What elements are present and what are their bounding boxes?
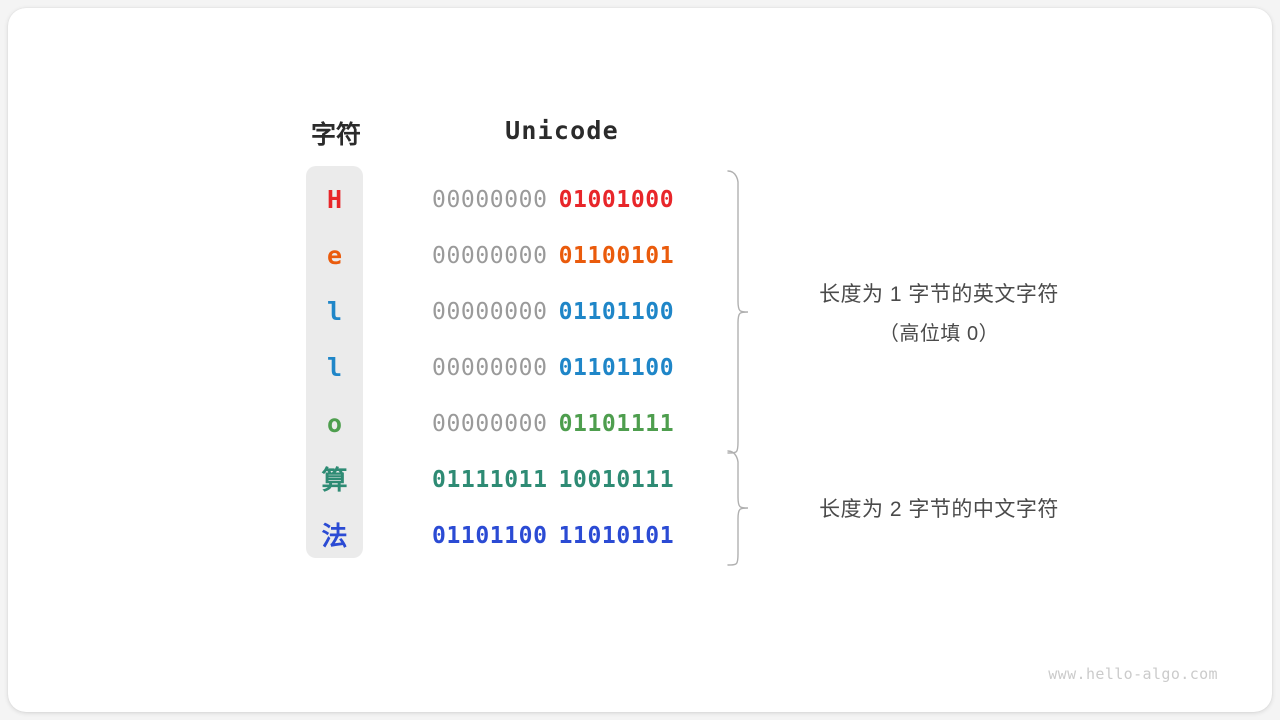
group-brace — [727, 170, 749, 454]
unicode-binary-row: 00000000 01101100 — [432, 340, 692, 396]
unicode-binary-row: 00000000 01101100 — [432, 284, 692, 340]
binary-low-byte: 01101100 — [558, 299, 675, 325]
unicode-binary-row: 00000000 01001000 — [432, 172, 692, 228]
group-annotation: 长度为 2 字节的中文字符 — [764, 493, 1114, 523]
binary-high-byte: 00000000 — [432, 243, 548, 269]
character-cell: o — [326, 409, 343, 438]
group-brace — [727, 450, 749, 566]
group-annotation: 长度为 1 字节的英文字符 （高位填 0） — [764, 278, 1114, 346]
unicode-encoding-diagram: 字符 Unicode H 00000000 01001000 e 00000000 011… — [8, 8, 1272, 712]
unicode-binary-row: 01111011 10010111 — [432, 452, 692, 508]
binary-high-byte: 00000000 — [432, 187, 548, 213]
character-cell: H — [326, 185, 343, 214]
unicode-binary-row: 00000000 01101111 — [432, 396, 692, 452]
binary-high-byte: 00000000 — [432, 411, 548, 437]
binary-low-byte: 01101100 — [558, 355, 675, 381]
character-cell: l — [326, 353, 343, 382]
binary-high-byte: 01111011 — [432, 467, 548, 493]
binary-low-byte: 10010111 — [558, 467, 675, 493]
binary-high-byte: 01101100 — [432, 523, 548, 549]
unicode-binary-row: 00000000 01100101 — [432, 228, 692, 284]
binary-low-byte: 01100101 — [558, 243, 675, 269]
character-cell: e — [326, 241, 343, 270]
character-column-background — [306, 166, 363, 558]
annotation-line-secondary: （高位填 0） — [878, 323, 1000, 345]
binary-low-byte: 11010101 — [558, 523, 675, 549]
binary-high-byte: 00000000 — [432, 355, 548, 381]
character-cell: l — [326, 297, 343, 326]
site-watermark: www.hello-algo.com — [1048, 665, 1218, 683]
character-cell: 算 — [321, 465, 348, 495]
character-cell: 法 — [321, 521, 348, 551]
column-header-character: 字符 — [310, 121, 361, 149]
annotation-line-primary: 长度为 2 字节的中文字符 — [819, 498, 1059, 521]
annotation-line-primary: 长度为 1 字节的英文字符 — [819, 283, 1059, 306]
binary-low-byte: 01001000 — [558, 187, 675, 213]
binary-low-byte: 01101111 — [558, 411, 675, 437]
figure-card: 字符 Unicode H 00000000 01001000 e 00000000 011… — [8, 8, 1272, 712]
binary-high-byte: 00000000 — [432, 299, 548, 325]
unicode-binary-row: 01101100 11010101 — [432, 508, 692, 564]
column-header-unicode: Unicode — [505, 116, 619, 145]
